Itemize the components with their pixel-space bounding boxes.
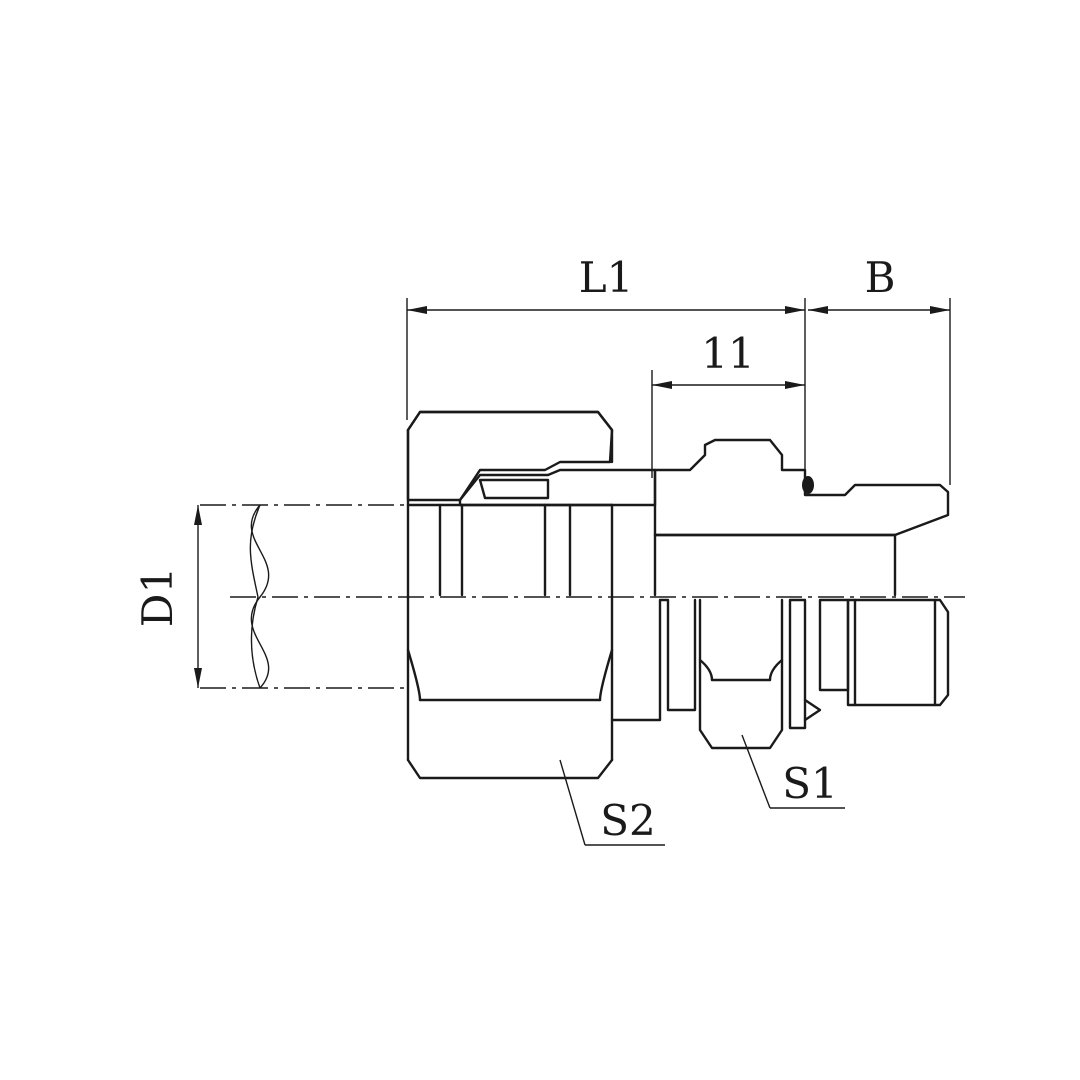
cutting-ring (458, 468, 657, 507)
label-l1: 11 (701, 329, 754, 378)
dimension-l1: 11 (651, 329, 805, 478)
dimension-D1: D1 (133, 505, 202, 688)
label-D1: D1 (133, 567, 182, 627)
leader-S1: S1 (741, 734, 845, 809)
label-S2: S2 (600, 796, 656, 845)
dimension-L1: L1 (406, 253, 806, 470)
leader-S2: S2 (559, 759, 665, 846)
tube (200, 504, 410, 689)
nut-body (406, 410, 614, 780)
fitting-body (610, 438, 950, 750)
dimension-B: B (808, 253, 951, 485)
label-L1: L1 (579, 253, 634, 302)
label-S1: S1 (782, 759, 838, 808)
label-B: B (865, 253, 896, 302)
